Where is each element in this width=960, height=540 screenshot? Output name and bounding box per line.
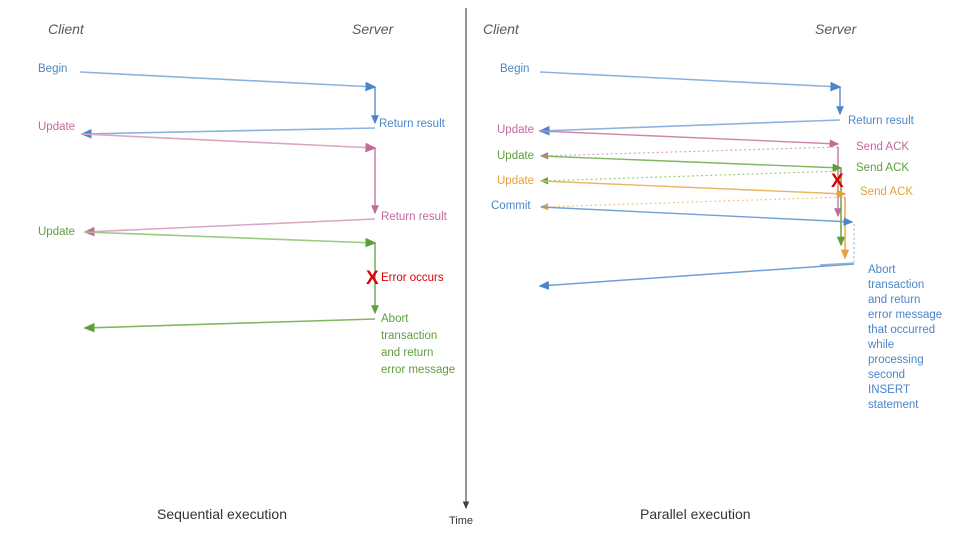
left-abort-line-3: and return xyxy=(381,347,434,359)
arrow-abort-left xyxy=(83,318,376,333)
arrow-update-3-right xyxy=(540,180,847,198)
arrow-update-1-left xyxy=(81,133,377,153)
left-panel-arrows xyxy=(79,71,379,333)
right-label-send-ack-2: Send ACK xyxy=(856,162,910,174)
right-abort-line-10: statement xyxy=(868,399,919,411)
time-axis-label: Time xyxy=(449,515,474,527)
right-panel-caption: Parallel execution xyxy=(640,506,751,522)
left-actor-client: Client xyxy=(48,21,84,37)
right-abort-line-5: that occurred xyxy=(868,324,936,336)
right-label-send-ack-1: Send ACK xyxy=(856,141,910,153)
right-label-begin: Begin xyxy=(500,63,530,75)
arrow-return-result-1-left xyxy=(80,127,376,139)
right-label-update-1: Update xyxy=(497,124,535,136)
left-panel-caption: Sequential execution xyxy=(157,506,287,522)
right-panel-arrows xyxy=(538,71,855,290)
right-error-x-icon: X xyxy=(831,171,844,192)
right-label-send-ack-3: Send ACK xyxy=(860,186,914,198)
left-label-return-result-1: Return result xyxy=(379,118,445,130)
arrow-begin-right xyxy=(539,71,842,92)
right-abort-line-1: Abort xyxy=(868,264,896,276)
right-abort-line-7: processing xyxy=(868,354,924,366)
right-label-update-3: Update xyxy=(497,175,535,187)
abort-stub-right xyxy=(819,262,855,266)
right-actor-server: Server xyxy=(815,21,857,37)
right-label-commit: Commit xyxy=(491,200,531,212)
left-label-begin: Begin xyxy=(38,63,68,75)
right-abort-line-3: and return xyxy=(868,294,921,306)
arrow-update-2-left xyxy=(84,231,377,248)
left-abort-line-1: Abort xyxy=(381,313,409,325)
right-abort-line-4: error message xyxy=(868,309,943,321)
right-label-update-2: Update xyxy=(497,150,535,162)
right-abort-line-8: second xyxy=(868,369,906,381)
arrow-abort-right xyxy=(538,263,855,290)
left-label-return-result-2: Return result xyxy=(381,211,447,223)
arrow-ack-3-right xyxy=(539,196,846,211)
arrow-commit-right xyxy=(540,206,854,226)
left-label-update-1: Update xyxy=(38,121,76,133)
left-abort-line-2: transaction xyxy=(381,330,438,342)
arrow-update-2-right xyxy=(540,155,843,172)
left-abort-line-4: error message xyxy=(381,364,456,376)
arrow-return-result-2-left xyxy=(83,218,376,237)
arrow-ack-2-right xyxy=(539,170,842,185)
right-actor-client: Client xyxy=(483,21,519,37)
right-label-return-result: Return result xyxy=(848,115,914,127)
left-error-x-icon: X xyxy=(366,268,379,289)
arrow-update-1-right xyxy=(540,130,840,148)
right-abort-line-9: INSERT xyxy=(868,384,910,396)
arrow-return-result-right xyxy=(538,119,841,136)
right-abort-line-2: transaction xyxy=(868,279,925,291)
right-abort-line-6: while xyxy=(868,339,895,351)
arrow-begin-left xyxy=(79,71,377,92)
left-label-error-occurs: Error occurs xyxy=(381,272,444,284)
left-actor-server: Server xyxy=(352,21,394,37)
arrow-ack-1-right xyxy=(539,146,839,160)
left-label-update-2: Update xyxy=(38,226,76,238)
